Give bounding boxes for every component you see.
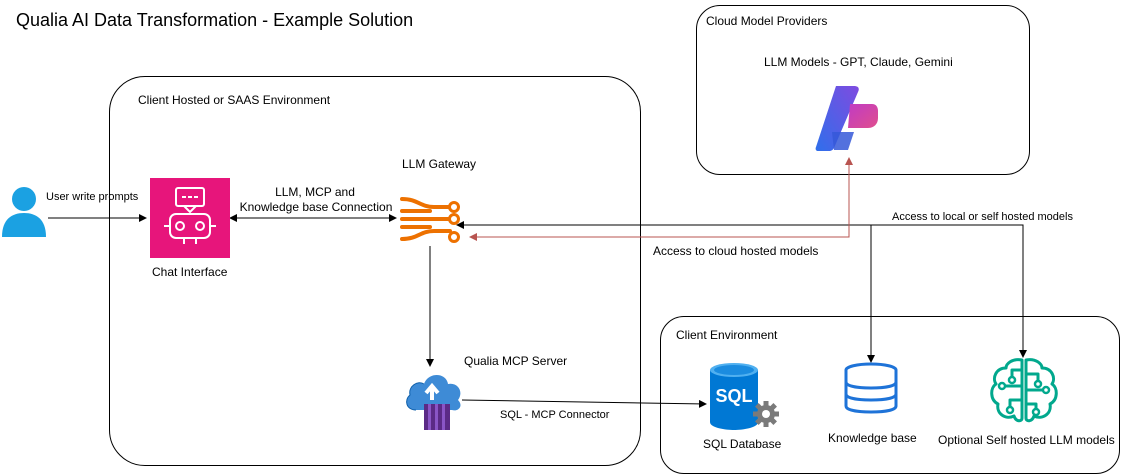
cloud-providers-group [696, 5, 1030, 175]
knowledge-base-label: Knowledge base [828, 431, 917, 445]
svg-text:SQL: SQL [715, 386, 752, 406]
database-icon[interactable] [842, 362, 900, 414]
chat-robot-icon[interactable] [150, 178, 230, 258]
llm-models-label: LLM Models - GPT, Claude, Gemini [764, 55, 953, 69]
edge-mcp-sql [461, 399, 707, 408]
sql-database-icon[interactable]: SQL [706, 362, 782, 432]
azure-ai-foundry-icon[interactable] [814, 84, 880, 152]
gateway-label: LLM Gateway [402, 157, 477, 171]
edge-label-local-access: Access to local or self hosted models [892, 211, 1073, 223]
mcp-server-label: Qualia MCP Server [464, 354, 568, 368]
self-hosted-label: Optional Self hosted LLM models [938, 433, 1115, 447]
cloud-providers-label: Cloud Model Providers [706, 14, 828, 28]
edge-gateway-cloud [469, 160, 850, 241]
edge-label-chat-gateway-1: LLM, MCP and [275, 185, 355, 199]
edge-label-chat-gateway-2: Knowledge base Connection [239, 200, 393, 214]
sql-db-label: SQL Database [703, 437, 782, 451]
edge-label-sql-connector: SQL - MCP Connector [500, 409, 610, 421]
edge-gateway-local [456, 221, 1027, 358]
user-icon [2, 187, 46, 237]
client-hosted-label: Client Hosted or SAAS Environment [138, 93, 331, 107]
gateway-icon[interactable] [398, 193, 464, 245]
chat-label: Chat Interface [152, 265, 228, 279]
brain-circuit-icon[interactable] [988, 356, 1060, 424]
diagram-title: Qualia AI Data Transformation - Example … [16, 10, 414, 30]
edge-label-cloud-access: Access to cloud hosted models [653, 244, 819, 258]
cloud-container-icon[interactable] [402, 366, 466, 432]
user-label: User write prompts [46, 191, 139, 203]
